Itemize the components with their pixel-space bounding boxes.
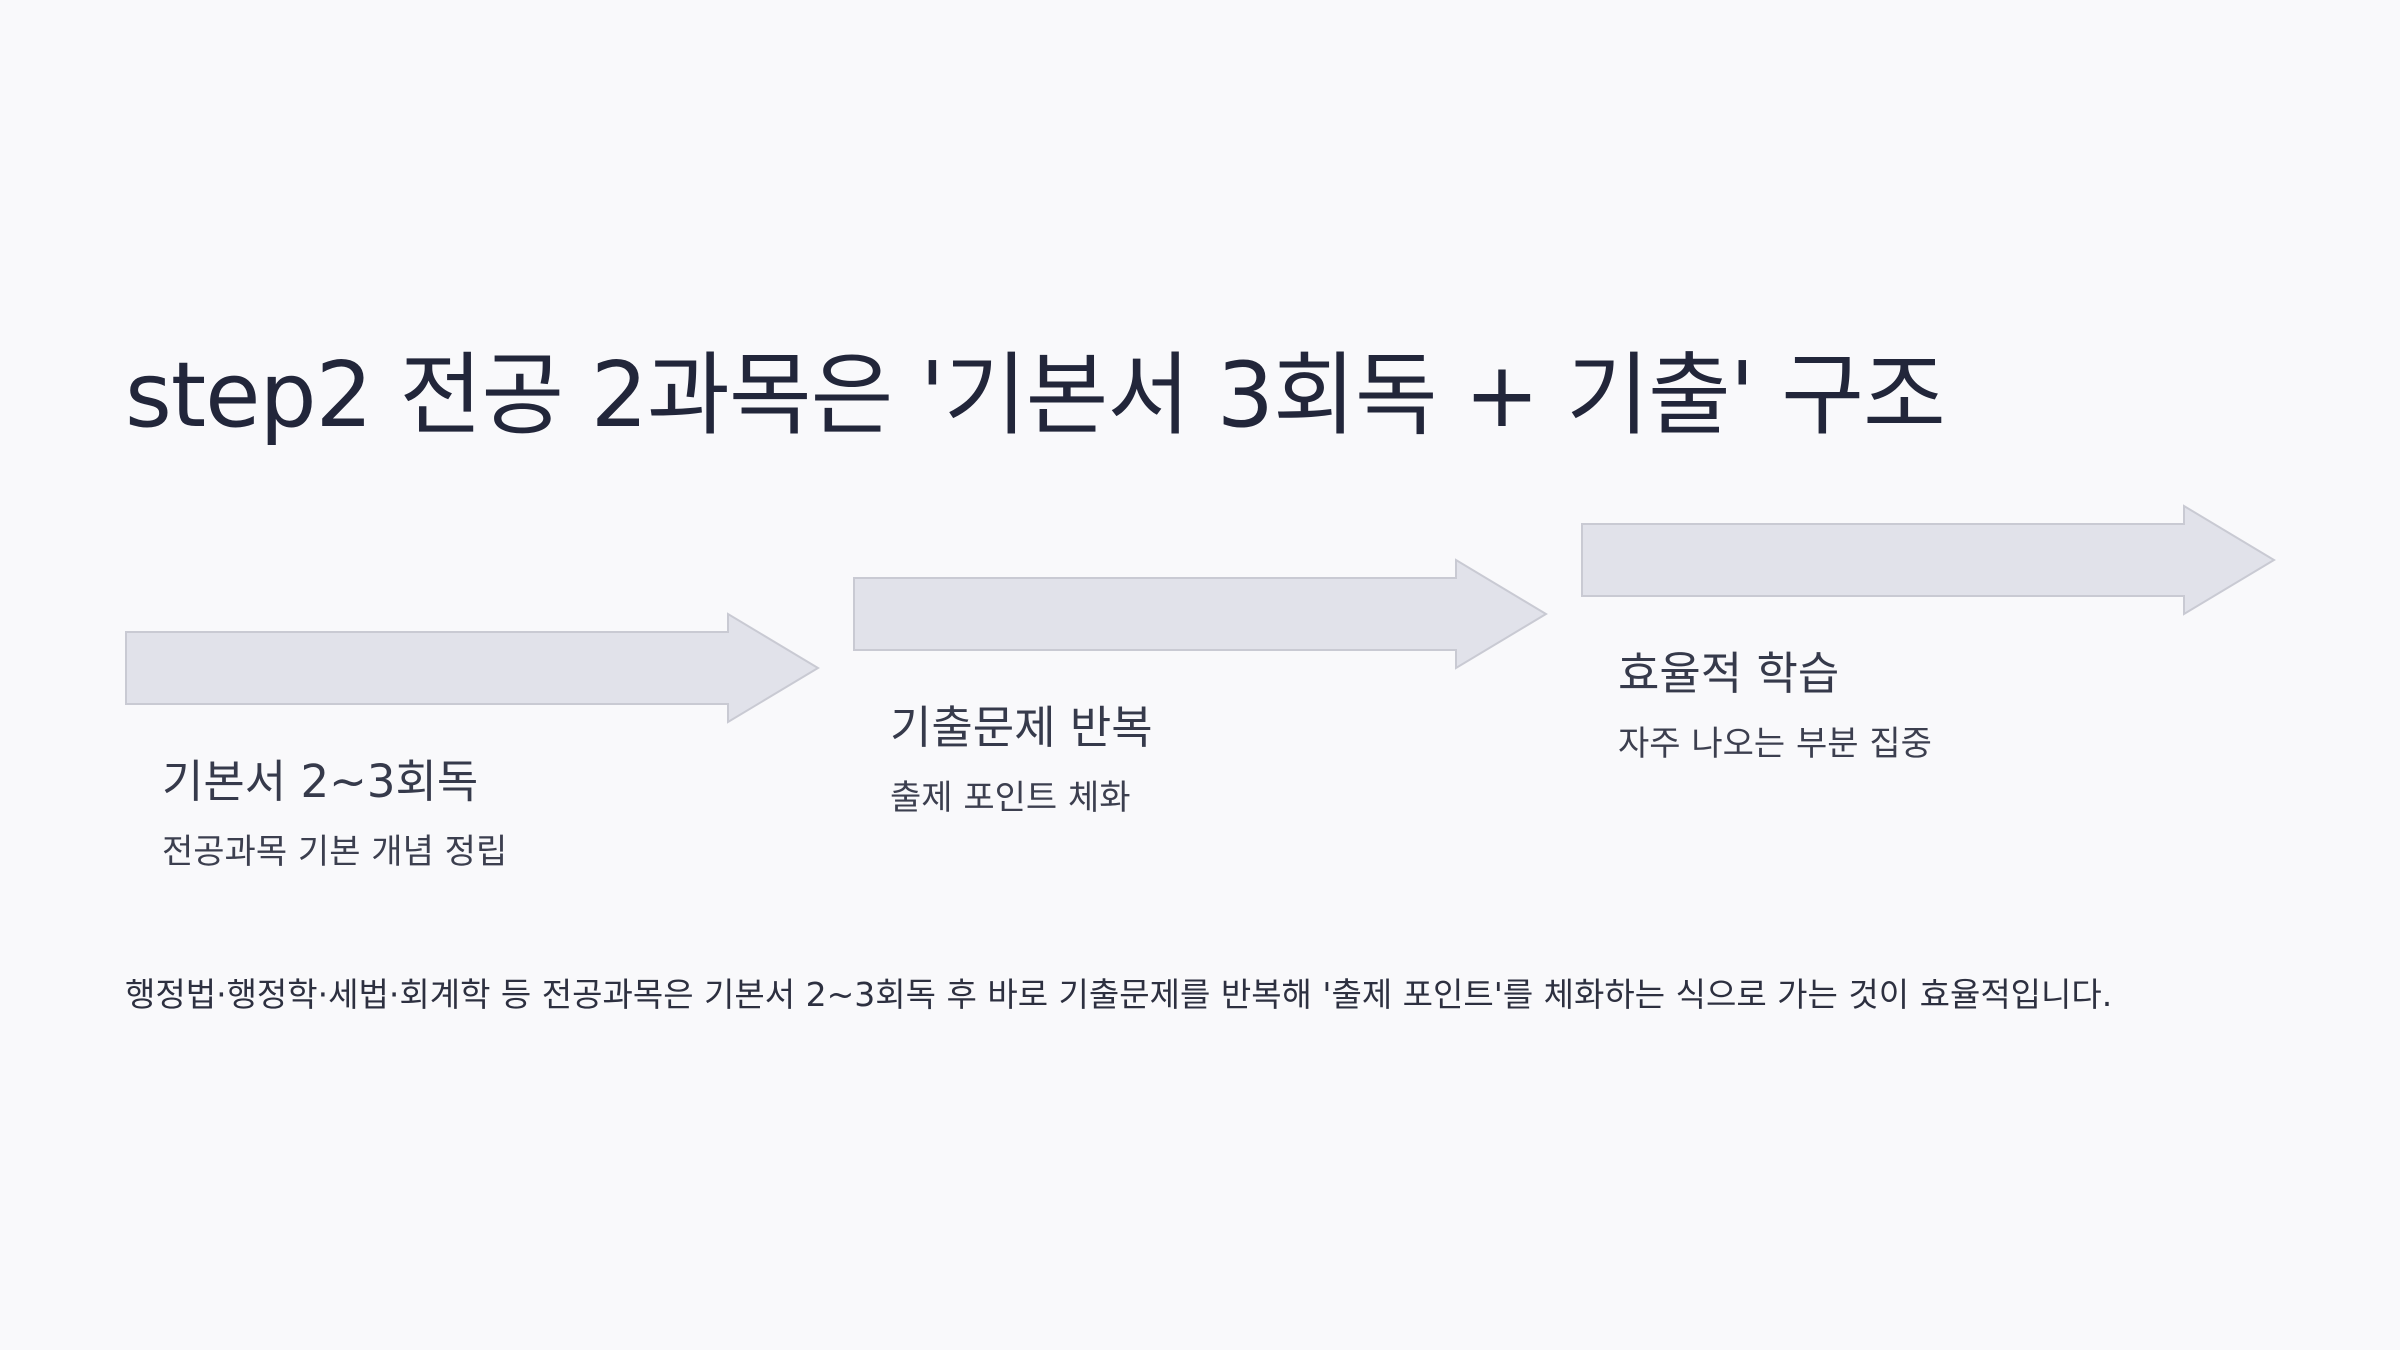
step-2-title: 기출문제 반복	[890, 701, 1153, 754]
step-2-description: 출제 포인트 체화	[890, 778, 1131, 818]
summary-text: 행정법·행정학·세법·회계학 등 전공과목은 기본서 2~3회독 후 바로 기출…	[125, 975, 2113, 1014]
step-3-title: 효율적 학습	[1618, 647, 1840, 700]
step-1-arrow	[125, 612, 820, 724]
step-2: 기출문제 반복 출제 포인트 체화	[890, 698, 1153, 820]
step-1-description: 전공과목 기본 개념 정립	[162, 832, 508, 872]
slide-title: step2 전공 2과목은 '기본서 3회독 + 기출' 구조	[125, 343, 1946, 448]
step-2-arrow	[853, 558, 1548, 670]
step-3-arrow	[1581, 504, 2276, 616]
step-1: 기본서 2~3회독 전공과목 기본 개념 정립	[162, 752, 507, 874]
step-3: 효율적 학습 자주 나오는 부분 집중	[1618, 644, 1932, 766]
step-1-title: 기본서 2~3회독	[162, 755, 479, 808]
step-3-description: 자주 나오는 부분 집중	[1618, 724, 1932, 764]
